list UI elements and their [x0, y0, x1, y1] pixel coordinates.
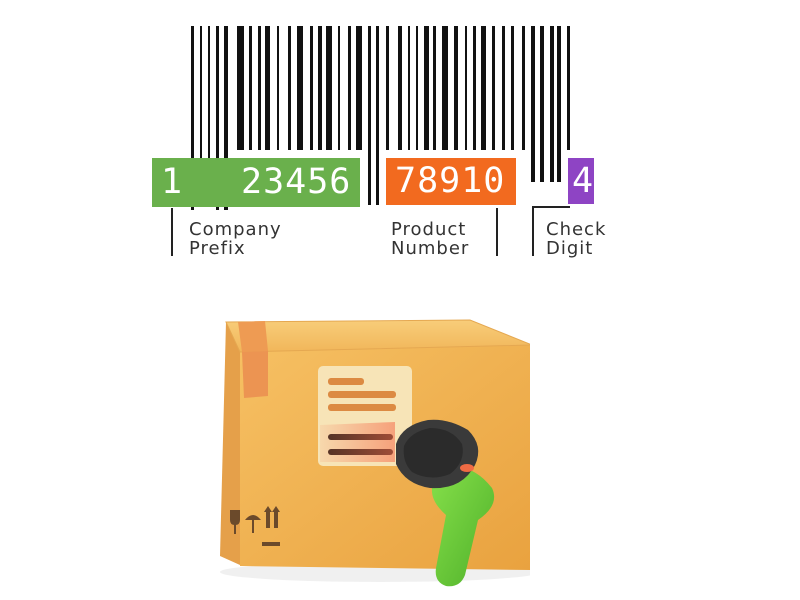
barcode-bar — [502, 26, 505, 150]
barcode-bar — [224, 26, 228, 210]
barcode-bar — [326, 26, 332, 150]
packing-tape-icon — [238, 321, 268, 398]
barcode-bar — [348, 26, 351, 150]
barcode-bar — [433, 26, 436, 150]
barcode-bar — [249, 26, 252, 150]
barcode-bars — [191, 26, 570, 210]
barcode-bar — [386, 26, 389, 150]
product-number-segment: 78910 — [386, 158, 516, 205]
barcode-bar — [511, 26, 514, 150]
product-number-label: Product Number — [391, 219, 470, 259]
barcode-bar — [208, 26, 210, 180]
barcode-bar — [191, 26, 194, 210]
scan-beam — [320, 422, 395, 462]
barcode-bar — [408, 26, 410, 150]
barcode-bar — [540, 26, 544, 182]
product-number-leader-line — [496, 208, 498, 256]
barcode-scanner-icon — [396, 419, 495, 587]
barcode-bar — [237, 26, 244, 150]
barcode-bar — [338, 26, 340, 150]
barcode-bar — [531, 26, 535, 182]
barcode-bar — [557, 26, 561, 182]
barcode-bar — [424, 26, 429, 150]
package-scanner-illustration — [220, 319, 530, 587]
company-prefix-label: Company Prefix — [189, 219, 282, 259]
barcode-bar — [465, 26, 467, 150]
check-digit-value: 4 — [572, 161, 595, 201]
barcode-bar — [277, 26, 279, 150]
check-digit-segment: 4 — [568, 158, 594, 204]
barcode-bar — [216, 26, 219, 210]
company-prefix-lead-digit: 1 — [161, 162, 184, 202]
check-digit-label: Check Digit — [546, 219, 607, 259]
company-prefix-digits: 23456 — [241, 162, 352, 202]
company-prefix-leader-line — [171, 208, 173, 256]
barcode-bar — [454, 26, 458, 150]
barcode-bar — [376, 26, 379, 205]
handling-symbols-icon — [230, 506, 280, 546]
barcode-bar — [258, 26, 261, 150]
check-digit-leader-hook — [532, 206, 570, 208]
barcode-bar — [356, 26, 362, 150]
barcode-bar — [416, 26, 418, 150]
barcode-bar — [481, 26, 486, 150]
product-number-digits: 78910 — [395, 161, 506, 201]
barcode-bar — [522, 26, 525, 150]
barcode-bar — [442, 26, 448, 150]
barcode-bar — [318, 26, 322, 150]
barcode-bar — [310, 26, 313, 150]
barcode-bar — [398, 26, 402, 150]
barcode-bar — [288, 26, 291, 150]
barcode-bar — [368, 26, 371, 205]
barcode-bar — [297, 26, 303, 150]
barcode-bar — [473, 26, 476, 150]
check-digit-leader-line — [532, 206, 534, 256]
barcode-bar — [200, 26, 202, 180]
barcode-bar — [265, 26, 270, 150]
company-prefix-segment: 1 23456 — [152, 158, 360, 207]
barcode-bar — [567, 26, 570, 150]
barcode-bar — [492, 26, 495, 150]
barcode-bar — [550, 26, 554, 182]
